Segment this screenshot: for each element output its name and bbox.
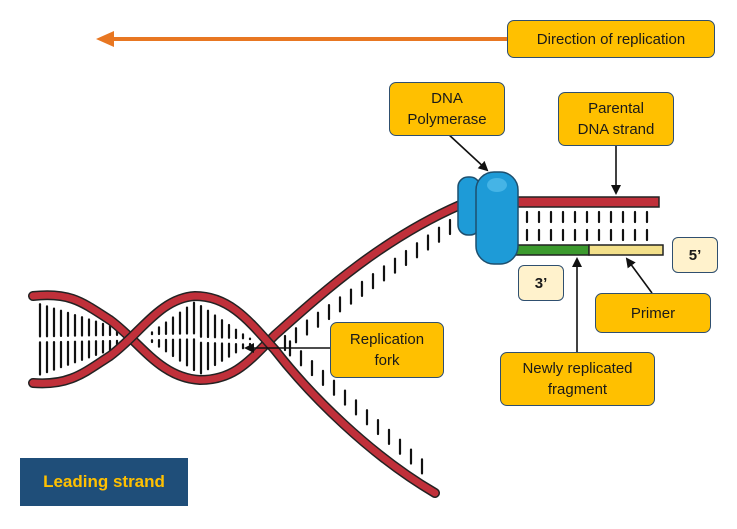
leading-strand-title: Leading strand bbox=[20, 458, 188, 506]
fork-label: Replication fork bbox=[330, 322, 444, 378]
fork-label-line1: Replication bbox=[349, 331, 425, 348]
direction-arrow bbox=[96, 31, 508, 47]
new-fragment bbox=[512, 244, 590, 256]
fork-base-pairs bbox=[283, 218, 452, 475]
parental-base-pairs bbox=[525, 210, 649, 242]
polymerase-label: DNA Polymerase bbox=[389, 82, 505, 136]
primer-label: Primer bbox=[595, 293, 711, 333]
leading-strand-title-text: Leading strand bbox=[43, 472, 165, 491]
direction-label-text: Direction of replication bbox=[536, 30, 686, 48]
fragment-label: Newly replicated fragment bbox=[500, 352, 655, 406]
parental-label-line2: DNA strand bbox=[577, 121, 655, 138]
fragment-label-line1: Newly replicated bbox=[522, 360, 633, 377]
dna-backbone bbox=[28, 200, 465, 498]
parental-label-line1: Parental bbox=[588, 100, 644, 117]
fragment-label-line2: fragment bbox=[547, 381, 608, 398]
helix-base-pairs bbox=[38, 301, 252, 376]
three-prime-text: 3’ bbox=[534, 274, 548, 292]
helix-strand-b bbox=[29, 292, 439, 497]
three-prime-label: 3’ bbox=[518, 265, 564, 301]
primer-label-text: Primer bbox=[630, 304, 676, 322]
parental-label: Parental DNA strand bbox=[558, 92, 674, 146]
five-prime-label: 5’ bbox=[672, 237, 718, 273]
polymerase-label-line1: DNA bbox=[431, 90, 463, 107]
primer-pointer bbox=[625, 257, 653, 294]
dna-polymerase bbox=[457, 171, 519, 265]
direction-label: Direction of replication bbox=[507, 20, 715, 58]
helix-strand-a bbox=[29, 201, 464, 384]
polymerase-label-line2: Polymerase bbox=[407, 111, 487, 128]
five-prime-text: 5’ bbox=[688, 246, 702, 264]
polymerase-pointer bbox=[446, 132, 489, 172]
fork-label-line2: fork bbox=[374, 352, 400, 369]
pointer-arrows bbox=[244, 132, 653, 353]
primer-segment bbox=[588, 244, 664, 256]
parental-strand-segment bbox=[516, 196, 660, 208]
